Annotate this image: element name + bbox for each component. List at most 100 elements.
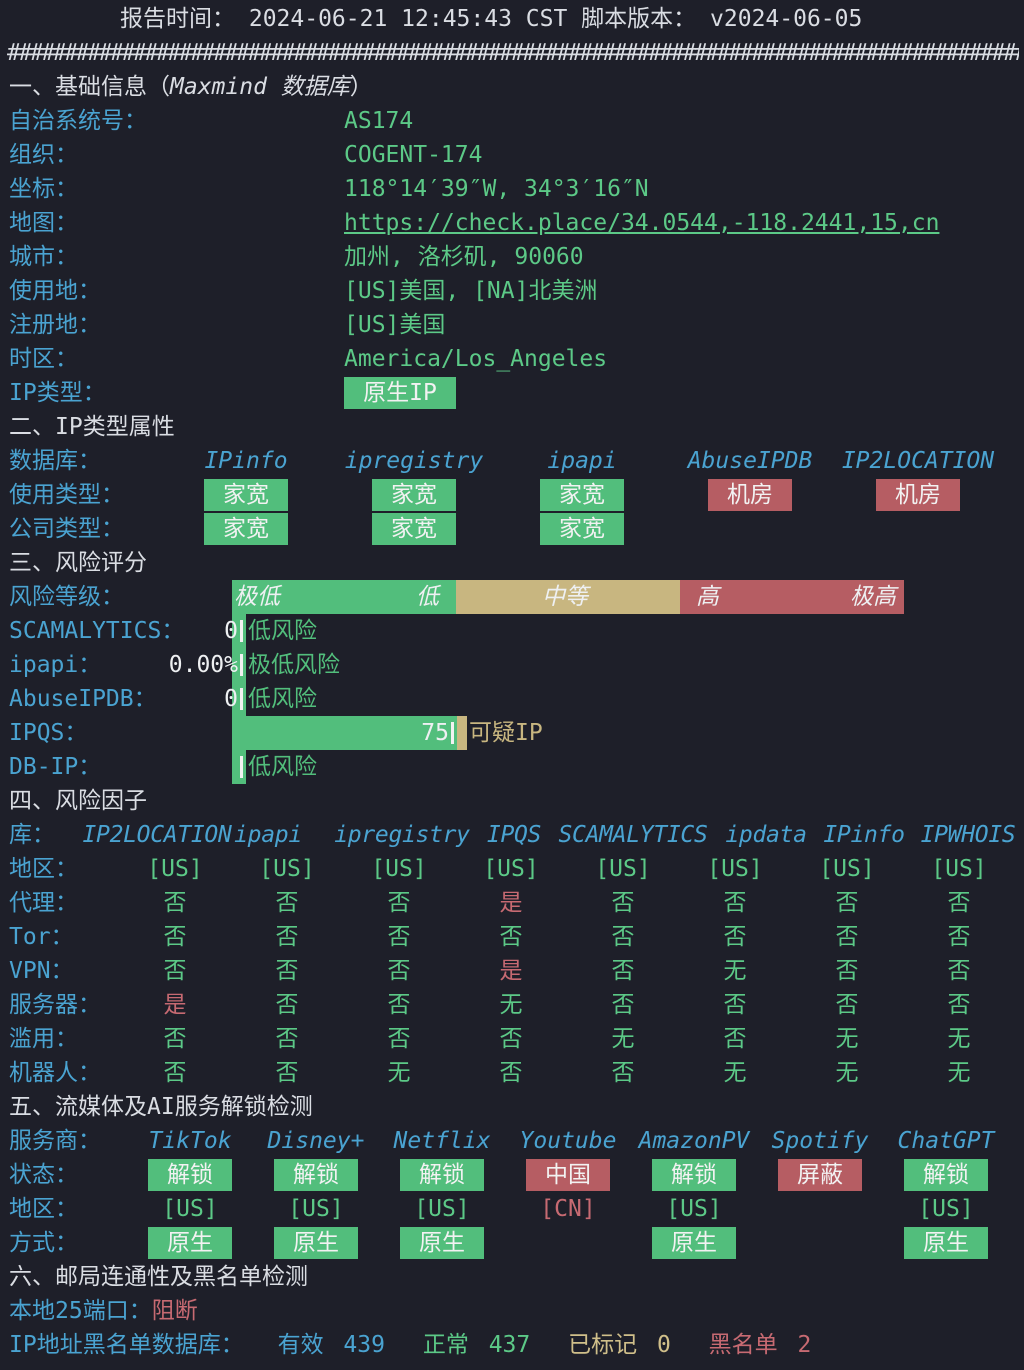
factor-bot-label: 机器人： (9, 1060, 101, 1086)
blacklist-count: 2 (797, 1332, 812, 1358)
factor-cell: 否 (163, 958, 187, 984)
report-header: 报告时间： 2024-06-21 12:45:43 CST 脚本版本： v202… (120, 6, 863, 32)
ip-type-badge: 原生IP (344, 377, 456, 409)
factor-cell: [US] (371, 856, 427, 882)
factor-cell: 否 (611, 890, 635, 916)
factor-cell: 无 (835, 1026, 859, 1052)
scale-label-1: 低 (416, 584, 439, 610)
timezone-value: America/Los_Angeles (344, 346, 608, 372)
registered-location-value: [US]美国 (344, 312, 446, 338)
factor-cell: 否 (163, 924, 187, 950)
service-spotify: Spotify (771, 1128, 869, 1154)
factor-cell: 否 (947, 992, 971, 1018)
ipqs-score-bar (232, 716, 457, 750)
blacklist-label-count: 黑名单 (708, 1332, 778, 1358)
blacklist-row: IP地址黑名单数据库： 有效 439 正常 437 已标记 0 黑名单 2 (9, 1328, 811, 1362)
abuseipdb-score: 0 (224, 686, 238, 712)
usage-type-badge: 家宽 (204, 479, 288, 511)
scamalytics-score-tick (240, 620, 243, 642)
ipapi-score-tick (240, 654, 243, 676)
db-abuseipdb: AbuseIPDB (687, 448, 813, 474)
service-amazonpv: AmazonPV (638, 1128, 750, 1154)
abuseipdb-risk-text: 低风险 (248, 686, 317, 712)
factor-cell: 否 (835, 958, 859, 984)
factor-cell: 无 (835, 1060, 859, 1086)
provider-label: 服务商： (9, 1128, 101, 1154)
db-ipinfo: IPinfo (204, 448, 288, 474)
coords-value: 118°14′39″W, 34°3′16″N (344, 176, 649, 202)
factor-cell: 无 (499, 992, 523, 1018)
service-tiktok-status: 解锁 (148, 1159, 232, 1191)
factor-proxy-label: 代理： (9, 890, 78, 916)
factor-cell: 否 (275, 924, 299, 950)
hash-divider: ########################################… (7, 40, 1019, 66)
ip-type-label: IP类型： (9, 380, 106, 406)
factor-cell: [US] (595, 856, 651, 882)
service-youtube-region: [CN] (540, 1196, 596, 1222)
service-chatgpt-region: [US] (918, 1196, 974, 1222)
coords-label: 坐标： (9, 176, 78, 202)
scale-label-0: 极低 (234, 584, 280, 610)
factor-cell: 否 (499, 1026, 523, 1052)
service-tiktok-method: 原生 (148, 1227, 232, 1259)
asn-value: AS174 (344, 108, 414, 134)
factor-cell: 否 (387, 1026, 411, 1052)
scale-label-3: 高 (696, 584, 719, 610)
valid-count: 439 (343, 1332, 385, 1358)
service-netflix: Netflix (393, 1128, 491, 1154)
dbip-risk-text: 低风险 (248, 754, 317, 780)
port25-row: 本地25端口：阻断 (9, 1294, 198, 1328)
usage-location-label: 使用地： (9, 278, 101, 304)
abuseipdb-score-tick (240, 688, 243, 710)
normal-label: 正常 (422, 1332, 469, 1358)
service-chatgpt-status: 解锁 (904, 1159, 988, 1191)
section-factors-title: 四、风险因子 (9, 788, 147, 814)
scale-label-4: 极高 (850, 584, 896, 610)
city-value: 加州, 洛杉矶, 90060 (344, 244, 584, 270)
service-chatgpt: ChatGPT (897, 1128, 995, 1154)
status-label: 状态： (9, 1162, 78, 1188)
service-disney-region: [US] (288, 1196, 344, 1222)
company-type-badge: 家宽 (540, 513, 624, 545)
port25-label: 本地25端口： (9, 1298, 152, 1324)
registered-location-label: 注册地： (9, 312, 101, 338)
factor-cell: 否 (275, 992, 299, 1018)
service-amazonpv-method: 原生 (652, 1227, 736, 1259)
factor-tor-label: Tor： (9, 924, 74, 950)
factor-cell: 无 (611, 1026, 635, 1052)
ipqs-risk-label: IPQS： (9, 720, 88, 746)
service-youtube: Youtube (519, 1128, 617, 1154)
service-tiktok: TikTok (148, 1128, 232, 1154)
service-disney-status: 解锁 (274, 1159, 358, 1191)
ipqs-risk-text: 可疑IP (469, 720, 543, 746)
factor-cell: 否 (163, 890, 187, 916)
factor-abuse-label: 滥用： (9, 1026, 78, 1052)
timezone-label: 时区： (9, 346, 78, 372)
factor-cell: 否 (387, 958, 411, 984)
service-disney: Disney+ (267, 1128, 365, 1154)
factor-cell: 无 (387, 1060, 411, 1086)
db-ip2location: IP2LOCATION (841, 448, 995, 474)
scamalytics-risk-text: 低风险 (248, 618, 317, 644)
company-type-badge: 家宽 (204, 513, 288, 545)
map-label: 地图： (9, 210, 78, 236)
lib-ipqs: IPQS (486, 822, 542, 848)
port25-status: 阻断 (151, 1298, 198, 1324)
map-link[interactable]: https://check.place/34.0544,-118.2441,15… (344, 210, 940, 236)
factor-cell: 否 (275, 1026, 299, 1052)
lib-ip2location: IP2LOCATION (82, 822, 232, 848)
factor-cell: 否 (947, 924, 971, 950)
factor-cell: 无 (947, 1060, 971, 1086)
factor-cell: 否 (499, 1060, 523, 1086)
factor-cell: 否 (611, 924, 635, 950)
factor-cell: 否 (835, 992, 859, 1018)
valid-label: 有效 (277, 1332, 324, 1358)
factor-cell: 否 (387, 890, 411, 916)
service-disney-method: 原生 (274, 1227, 358, 1259)
lib-ipdata: ipdata (725, 822, 807, 848)
usage-type-label: 使用类型： (9, 482, 124, 508)
usage-type-badge: 机房 (708, 479, 792, 511)
factor-cell: [US] (483, 856, 539, 882)
service-spotify-status: 屏蔽 (778, 1159, 862, 1191)
factor-cell: 否 (611, 992, 635, 1018)
